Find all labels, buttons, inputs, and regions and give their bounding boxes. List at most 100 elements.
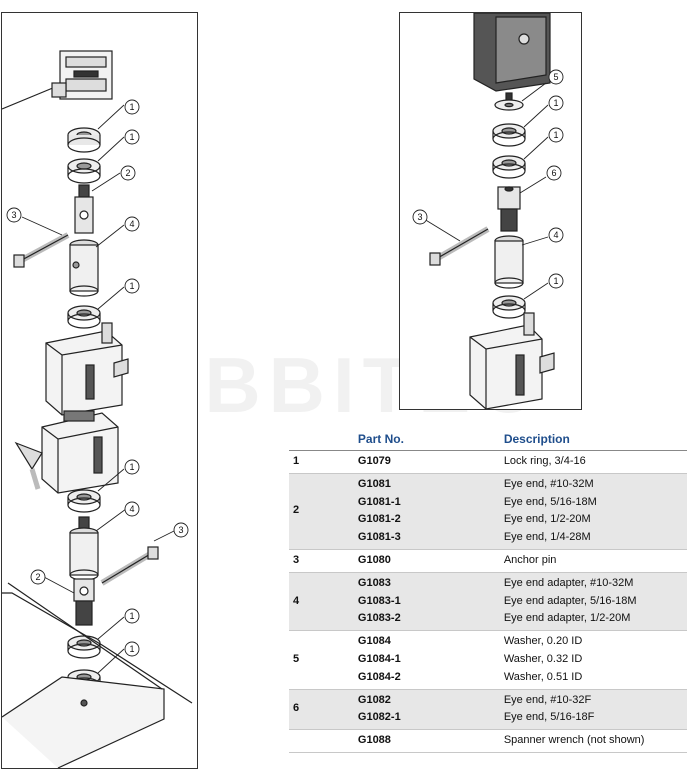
part-number: G1083 xyxy=(357,576,391,589)
lock-ring-2 xyxy=(492,155,526,179)
item-number: 2 xyxy=(289,473,354,550)
callout-4: 4 xyxy=(553,230,558,240)
part-number: G1084 xyxy=(357,635,391,648)
item-number: 5 xyxy=(289,630,354,690)
part-number: G1081-2 xyxy=(357,513,401,526)
load-cell-cable xyxy=(2,84,61,110)
part-description: Anchor pin xyxy=(503,553,557,566)
part-description: Eye end adapter, #10-32M xyxy=(503,576,634,589)
lock-ring-low-2 xyxy=(67,635,101,659)
eye-end-adapter-top xyxy=(69,239,99,297)
part-description: Eye end, 1/2-20M xyxy=(503,513,591,526)
part-number: G1083-2 xyxy=(357,612,401,625)
part-description: Lock ring, 3/4-16 xyxy=(503,455,586,467)
callout-2: 2 xyxy=(125,168,130,178)
part-number: G1081-1 xyxy=(357,495,401,508)
callout-3: 3 xyxy=(417,212,422,222)
lower-grip xyxy=(14,410,119,494)
right-diagram-svg: 5 1 1 6 3 4 1 xyxy=(412,13,564,409)
item-number: 6 xyxy=(289,689,354,731)
callout-3: 3 xyxy=(178,525,183,535)
lock-ring-1 xyxy=(492,123,526,147)
descriptions-cell: Eye end, #10-32M Eye end, 5/16-18M Eye end… xyxy=(499,473,687,550)
callout-4: 4 xyxy=(129,219,134,229)
part-description: Eye end adapter, 5/16-18M xyxy=(503,594,637,607)
washer xyxy=(494,99,524,111)
callout-6: 6 xyxy=(551,168,556,178)
part-numbers-cell: G1079 xyxy=(353,450,500,474)
part-numbers-cell: G1088 xyxy=(353,729,500,753)
eye-end-adapter xyxy=(494,235,524,289)
part-description: Washer, 0.20 ID xyxy=(503,635,583,648)
anchor-pin xyxy=(429,226,490,266)
lock-ring-top-1 xyxy=(67,127,101,153)
part-description: Eye end, 5/16-18M xyxy=(503,495,597,508)
lock-ring-mid-1 xyxy=(67,305,101,329)
part-number: G1081-3 xyxy=(357,531,401,544)
header-description: Description xyxy=(499,428,687,451)
right-exploded-diagram: 5 1 1 6 3 4 1 xyxy=(399,12,582,410)
part-description: Eye end adapter, 1/2-20M xyxy=(503,612,631,625)
callout-1: 1 xyxy=(129,644,134,654)
descriptions-cell: Anchor pin xyxy=(499,549,687,573)
upper-grip xyxy=(45,322,129,416)
callout-1: 1 xyxy=(129,132,134,142)
callout-5: 5 xyxy=(553,72,558,82)
lock-ring-top-2 xyxy=(67,158,101,184)
item-number: 3 xyxy=(289,549,354,573)
callout-1: 1 xyxy=(553,130,558,140)
force-gauge xyxy=(473,13,551,102)
part-number: G1081 xyxy=(357,477,391,490)
part-numbers-cell: G1080 xyxy=(353,549,500,573)
header-num xyxy=(289,428,354,451)
table-row: G1088 Spanner wrench (not shown) xyxy=(289,729,687,753)
lock-ring-low-1 xyxy=(67,489,101,513)
callout-1: 1 xyxy=(129,281,134,291)
eye-end-bottom xyxy=(73,578,95,626)
base-plate xyxy=(2,582,193,768)
item-number: 1 xyxy=(289,450,354,474)
table-header-row: Part No. Description xyxy=(289,428,687,451)
part-number: G1080 xyxy=(357,553,391,566)
anchor-pin-top xyxy=(13,232,70,268)
callout-3: 3 xyxy=(11,210,16,220)
part-description: Eye end, 5/16-18F xyxy=(503,711,595,724)
header-part-no: Part No. xyxy=(353,428,500,451)
descriptions-cell: Spanner wrench (not shown) xyxy=(499,729,687,753)
item-number: 4 xyxy=(289,572,354,632)
part-number: G1079 xyxy=(357,455,391,467)
callout-1: 1 xyxy=(129,462,134,472)
callout-1: 1 xyxy=(129,611,134,621)
part-description: Washer, 0.32 ID xyxy=(503,652,583,665)
eye-end-top xyxy=(74,184,94,234)
lock-ring-3 xyxy=(492,295,526,319)
part-number: G1082 xyxy=(357,693,391,706)
descriptions-cell: Lock ring, 3/4-16 xyxy=(499,450,687,474)
part-number: G1084-1 xyxy=(357,652,401,665)
callout-1: 1 xyxy=(129,102,134,112)
callout-2: 2 xyxy=(35,572,40,582)
part-number: G1082-1 xyxy=(357,711,401,724)
callout-1: 1 xyxy=(553,98,558,108)
part-description: Eye end, #10-32M xyxy=(503,477,594,490)
anchor-pin-bottom xyxy=(100,546,159,586)
callout-1: 1 xyxy=(553,276,558,286)
grip xyxy=(469,312,555,409)
female-eye-end xyxy=(497,186,521,232)
part-number: G1088 xyxy=(357,734,391,747)
part-description: Spanner wrench (not shown) xyxy=(503,734,645,747)
eye-end-adapter-bottom xyxy=(69,516,99,581)
item-number xyxy=(289,729,354,753)
